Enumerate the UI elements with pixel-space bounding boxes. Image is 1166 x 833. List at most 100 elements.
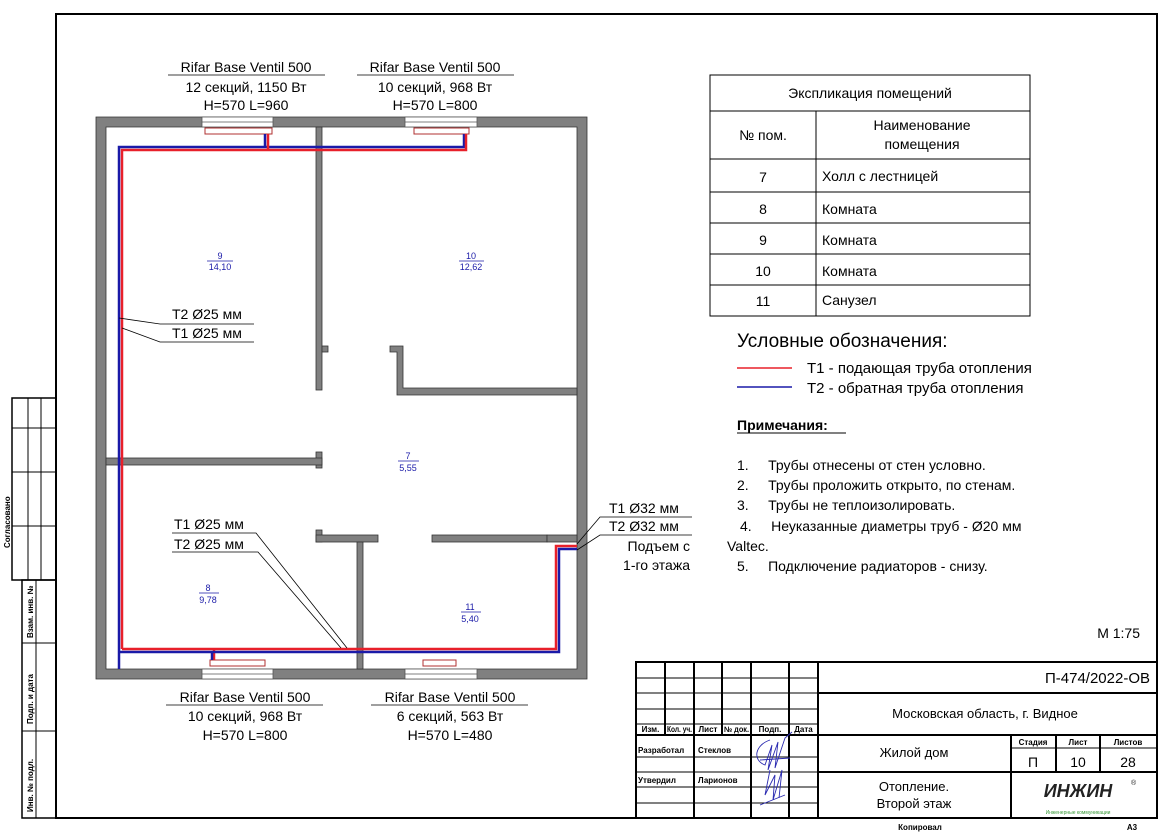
radiator-top-right — [413, 127, 470, 135]
pipe-label: T2 Ø25 мм — [172, 306, 242, 322]
table-cell: Комната — [822, 201, 877, 217]
riser-note: 1-го этажа — [623, 557, 690, 573]
legend: Условные обозначения: Т1 - подающая труб… — [737, 331, 1032, 397]
tb-header: Кол. уч. — [667, 725, 692, 734]
tb-sheet-title: Отопление. — [879, 779, 949, 794]
radiator-dims: H=570 L=800 — [203, 727, 288, 743]
radiator-bottom-right — [422, 659, 457, 667]
stamp-inv-orig: Инв. № подл. — [26, 759, 35, 812]
tb-copied: Копировал — [898, 823, 942, 832]
stamp-sign-date: Подп. и дата — [26, 674, 35, 724]
company-logo-sub: Инженерные коммуникации — [1046, 810, 1111, 816]
room-area: 5,40 — [461, 614, 479, 624]
pipe-label: T2 Ø25 мм — [174, 536, 244, 552]
tb-stage-label: Стадия — [1019, 738, 1048, 747]
room-number: 8 — [205, 583, 210, 593]
table-cell: 10 — [755, 263, 771, 279]
tb-doc-code: П-474/2022-ОВ — [1045, 670, 1150, 687]
radiator-dims: H=570 L=960 — [204, 97, 289, 113]
stamp-replace-inv: Взам. инв. № — [26, 585, 35, 638]
radiator-spec: 6 секций, 563 Вт — [397, 708, 504, 724]
company-logo: ИНЖИН — [1044, 781, 1114, 801]
note-item: 4. Неуказанные диаметры труб - Ø20 мм — [740, 518, 1021, 534]
signature — [756, 731, 793, 806]
side-stamp — [11, 397, 57, 819]
tb-approved-label: Утвердил — [638, 776, 676, 785]
room-number: 11 — [465, 602, 474, 612]
pipe-t1-bottom — [122, 544, 577, 660]
tb-location: Московская область, г. Видное — [892, 706, 1078, 721]
radiator-top-left — [204, 127, 273, 135]
note-item: 3. Трубы не теплоизолировать. — [737, 497, 955, 513]
pipe-t1 — [120, 134, 468, 649]
legend-label: Т2 - обратная труба отопления — [807, 380, 1023, 397]
room-area: 12,62 — [460, 262, 483, 272]
table-cell: 7 — [759, 169, 767, 185]
floor-plan — [95, 74, 692, 706]
room-area: 9,78 — [199, 595, 217, 605]
pipe-label: T1 Ø25 мм — [172, 325, 242, 341]
table-cell: 11 — [756, 293, 771, 309]
pipes — [117, 134, 577, 669]
table-cell: Холл с лестницей — [822, 168, 938, 184]
pipe-label: T2 Ø32 мм — [609, 518, 679, 534]
legend-title: Условные обозначения: — [737, 331, 948, 352]
table-cell: 9 — [759, 232, 767, 248]
column-header: № пом. — [739, 127, 787, 143]
table-cell: Комната — [822, 232, 877, 248]
pipe-t2-bottom — [119, 547, 577, 660]
radiator-dims: H=570 L=800 — [393, 97, 478, 113]
radiator-spec: 10 секций, 968 Вт — [378, 79, 493, 95]
tb-stage: П — [1028, 754, 1038, 770]
tb-sheet: 10 — [1070, 754, 1086, 770]
registered-mark: ® — [1131, 779, 1137, 787]
column-header: Наименование — [873, 117, 970, 133]
windows — [201, 116, 478, 680]
room-area: 5,55 — [399, 463, 417, 473]
tb-header: Лист — [699, 725, 718, 734]
explication-table: Экспликация помещений № пом. Наименовани… — [709, 74, 1031, 317]
radiator-dims: H=570 L=480 — [408, 727, 493, 743]
radiator-model: Rifar Base Ventil 500 — [385, 689, 516, 705]
note-item: 5. Подключение радиаторов - снизу. — [737, 558, 988, 574]
leader-lines — [118, 74, 692, 706]
note-item: Valtec. — [727, 538, 769, 554]
notes-title: Примечания: — [737, 417, 828, 433]
radiator-labels: Rifar Base Ventil 500 12 секций, 1150 Вт… — [180, 59, 516, 743]
table-cell: Комната — [822, 263, 877, 279]
table-cell: Санузел — [822, 292, 877, 308]
pipe-t2 — [117, 134, 466, 669]
radiator-bottom-left — [209, 659, 266, 667]
tb-developed-by: Стеклов — [698, 746, 731, 755]
room-number: 9 — [217, 251, 222, 261]
tb-sheets-label: Листов — [1114, 738, 1143, 747]
tb-header: № док. — [724, 725, 749, 734]
radiators — [204, 127, 470, 667]
pipe-labels: T2 Ø25 мм T1 Ø25 мм T1 Ø25 мм T2 Ø25 мм … — [172, 306, 690, 573]
scale-label: М 1:75 — [1097, 625, 1140, 641]
pipe-label: T1 Ø32 мм — [609, 500, 679, 516]
tb-header: Дата — [794, 725, 813, 734]
note-item: 2. Трубы проложить открыто, по стенам. — [737, 477, 1015, 493]
notes: Примечания: 1. Трубы отнесены от стен ус… — [727, 417, 1021, 574]
radiator-spec: 12 секций, 1150 Вт — [185, 79, 307, 95]
note-item: 1. Трубы отнесены от стен условно. — [737, 457, 986, 473]
radiator-model: Rifar Base Ventil 500 — [370, 59, 501, 75]
tb-object: Жилой дом — [880, 745, 949, 760]
tb-approved-by: Ларионов — [698, 776, 738, 785]
tb-developed-label: Разработал — [638, 746, 684, 755]
radiator-model: Rifar Base Ventil 500 — [181, 59, 312, 75]
column-header: помещения — [884, 136, 959, 152]
room-number: 10 — [466, 251, 476, 261]
radiator-spec: 10 секций, 968 Вт — [188, 708, 303, 724]
room-number: 7 — [405, 451, 410, 461]
riser-note: Подъем с — [628, 538, 690, 554]
stamp-agreed: Согласовано — [3, 496, 12, 548]
pipe-label: T1 Ø25 мм — [174, 516, 244, 532]
room-area: 14,10 — [209, 262, 232, 272]
tb-sheet-label: Лист — [1069, 738, 1088, 747]
tb-sheets: 28 — [1120, 754, 1136, 770]
table-title: Экспликация помещений — [788, 85, 952, 101]
table-cell: 8 — [759, 201, 767, 217]
